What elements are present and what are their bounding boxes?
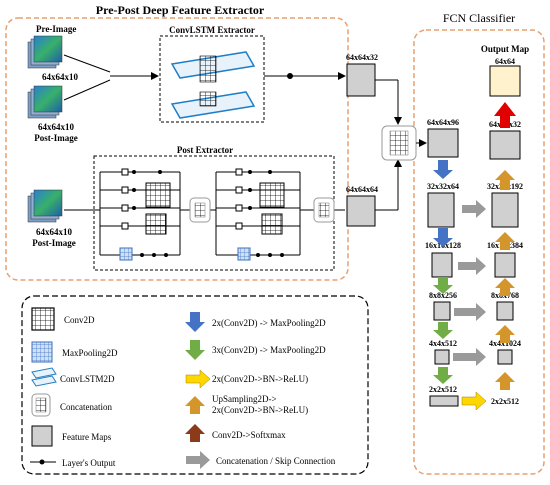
- post-image-stack-top: [27, 85, 63, 119]
- legend-orange-arrow-label-1: UpSampling2D->: [212, 394, 277, 404]
- encoder-map-5: [429, 395, 459, 407]
- feature-map-convlstm-dims: 64x64x32: [346, 53, 378, 62]
- feature-map-post-dims: 64x64x64: [346, 185, 378, 194]
- encoder-dims-1: 32x32x64: [427, 182, 459, 191]
- post-image-label-top: Post-Image: [34, 133, 78, 143]
- pre-image-label: Pre-Image: [36, 24, 76, 34]
- legend-yellow-arrow-label: 2x(Conv2D->BN->ReLU): [212, 374, 308, 384]
- decoder-map-4: [497, 349, 513, 365]
- post-extractor-nodes: [119, 168, 335, 261]
- pre-image-stack: [27, 35, 63, 69]
- legend-layer-output-label: Layer's Output: [62, 458, 116, 468]
- decoder-map-3: [496, 301, 514, 321]
- legend-concat-label: Concatenation: [60, 402, 112, 412]
- legend-convlstm-icon: [31, 367, 57, 387]
- output-map: [489, 65, 521, 97]
- pre-image-dims: 64x64x10: [42, 72, 79, 82]
- encoder-map-2: [431, 252, 453, 278]
- extractor-title: Pre-Post Deep Feature Extractor: [96, 3, 265, 17]
- classifier-panel: [413, 29, 545, 475]
- output-map-title: Output Map: [481, 44, 529, 54]
- post-extractor-title: Post Extractor: [177, 145, 233, 155]
- encoder-dims-5: 2x2x512: [429, 385, 457, 394]
- decoder-map-1: [491, 192, 519, 228]
- extractor-panel: [5, 17, 349, 281]
- encoder-dims-3: 8x8x256: [429, 291, 457, 300]
- legend-gray-arrow-label: Concatenation / Skip Connection: [216, 456, 336, 466]
- legend-green-arrow-label: 3x(Conv2D) -> MaxPooling2D: [212, 345, 326, 355]
- encoder-map-0: [427, 128, 459, 158]
- encoder-arrows: [433, 160, 453, 384]
- output-map-dims: 64x64: [495, 57, 515, 66]
- encoder-dims-4: 4x4x512: [429, 339, 457, 348]
- convlstm-extractor-title: ConvLSTM Extractor: [169, 25, 255, 35]
- encoder-map-4: [434, 349, 450, 365]
- post-image-label-bottom: Post-Image: [32, 238, 76, 248]
- legend-feature-maps-icon: [31, 425, 53, 447]
- decoder-map-2: [494, 252, 516, 278]
- legend-red-arrow-label: Conv2D->Softxmax: [212, 430, 286, 440]
- legend-convlstm-label: ConvLSTM2D: [60, 374, 115, 384]
- skip-connection-arrows: [453, 200, 487, 411]
- legend-gray-arrow-icon: [186, 451, 210, 469]
- legend-box: [21, 295, 369, 475]
- decoder-dims-4: 4x4x1024: [489, 339, 521, 348]
- legend-orange-arrow-label-2: 2x(Conv2D->BN->ReLU): [212, 405, 308, 415]
- encoder-map-3: [433, 301, 451, 321]
- convlstm-extractor-box: [159, 35, 265, 123]
- convlstm-layer-icon: [170, 51, 256, 119]
- post-image-dims-top: 64x64x10: [38, 122, 75, 132]
- legend-yellow-arrow-icon: [185, 369, 211, 389]
- encoder-dims-0: 64x64x96: [427, 118, 459, 127]
- classifier-title: FCN Classifier: [443, 11, 515, 25]
- decoder-dims-5: 2x2x512: [491, 397, 519, 406]
- post-image-stack-bottom: [27, 189, 63, 223]
- legend-conv2d-icon: [31, 307, 55, 331]
- legend-layer-output-icon: [30, 459, 56, 465]
- post-extractor-internals: [94, 171, 345, 256]
- feature-map-post: [346, 195, 376, 227]
- legend-orange-arrow-icon: [185, 396, 205, 414]
- legend-blue-arrow-label: 2x(Conv2D) -> MaxPooling2D: [212, 318, 326, 328]
- decoder-map-0: [489, 130, 521, 160]
- legend-red-arrow-icon: [185, 424, 205, 442]
- legend-conv2d-label: Conv2D: [64, 315, 95, 325]
- legend-maxpool-label: MaxPooling2D: [62, 348, 118, 358]
- feature-map-convlstm: [346, 63, 376, 97]
- legend-maxpool-icon: [31, 341, 53, 363]
- encoder-map-1: [427, 192, 455, 228]
- legend-green-arrow-icon: [185, 340, 205, 360]
- legend-feature-maps-label: Feature Maps: [62, 432, 112, 442]
- decoder-arrows: [494, 102, 516, 390]
- post-image-dims-bottom: 64x64x10: [36, 227, 73, 237]
- legend-blue-arrow-icon: [185, 312, 205, 332]
